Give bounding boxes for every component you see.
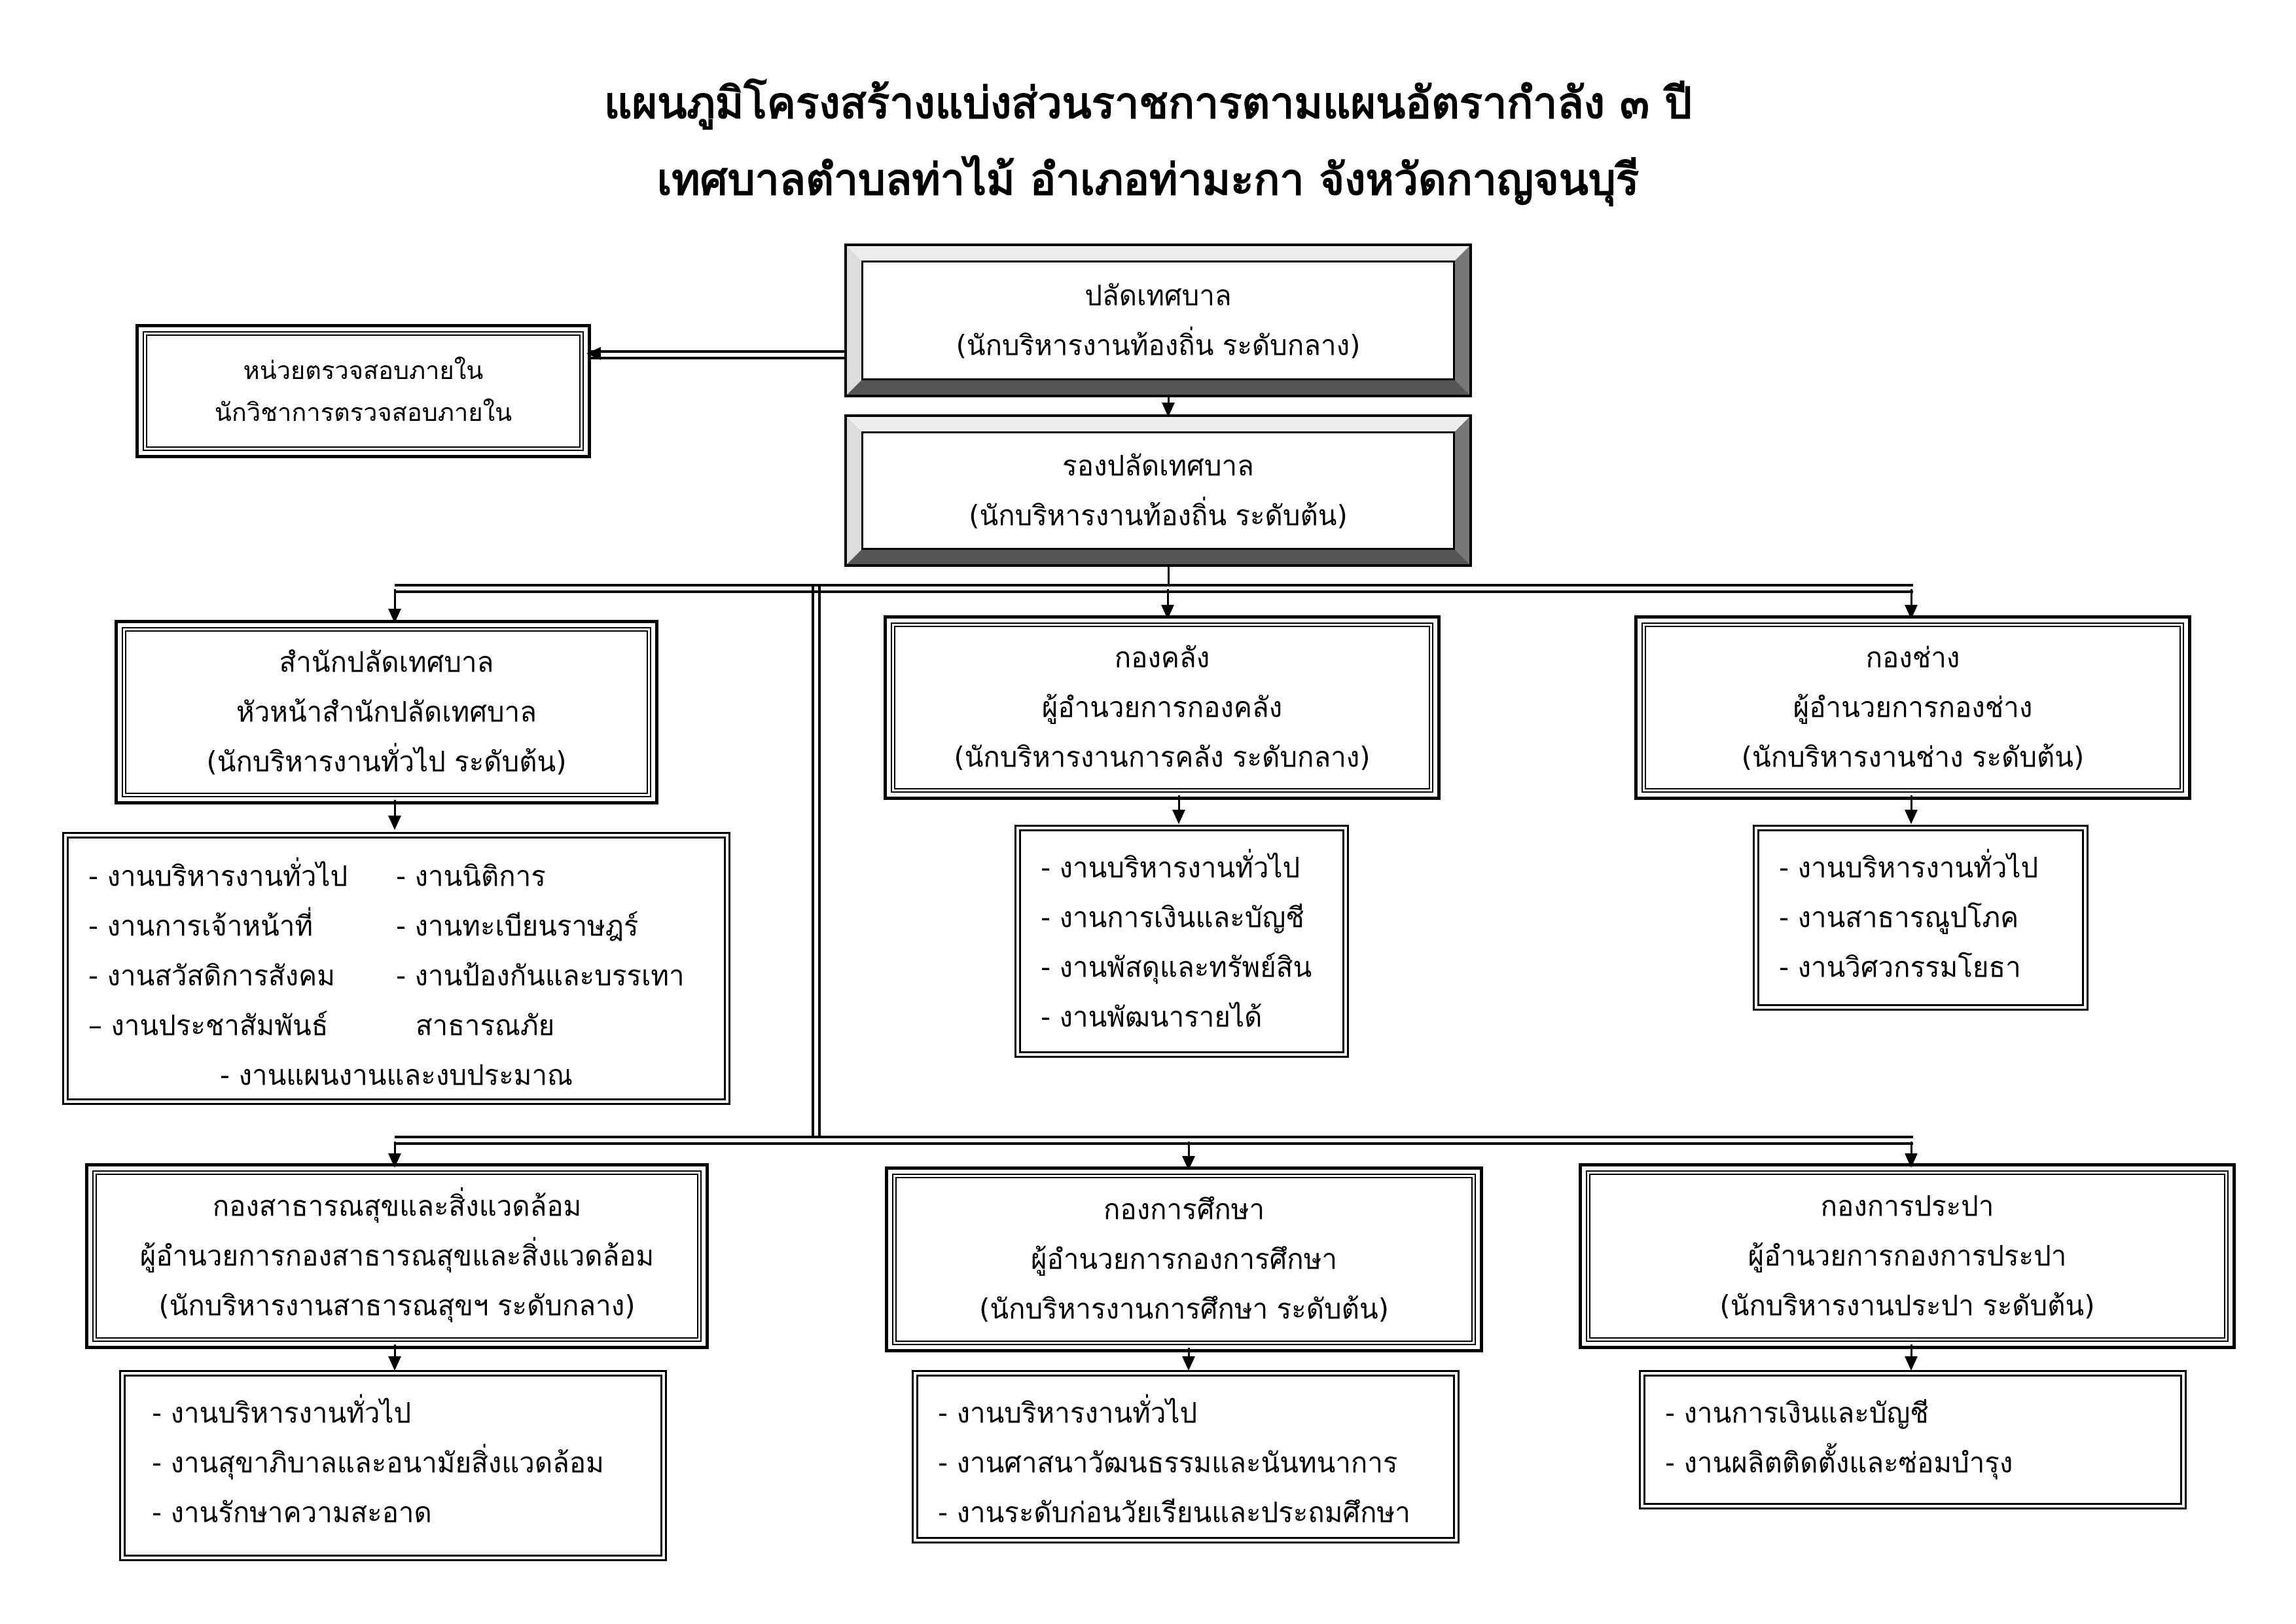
finance-box: กองคลัง ผู้อำนวยการกองคลัง (นักบริหารงาน… bbox=[884, 615, 1441, 800]
arrow-audit bbox=[586, 347, 601, 360]
connector-row2 bbox=[395, 1136, 1913, 1145]
arrow-engineering bbox=[1905, 605, 1918, 619]
audit-unit: หน่วยตรวจสอบภายใน bbox=[243, 355, 484, 385]
finance-title: กองคลัง bbox=[1114, 641, 1210, 674]
task-item: - งานการเงินและบัญชี bbox=[1665, 1397, 1929, 1429]
task-item: - งานบริหารงานทั่วไป bbox=[1041, 852, 1300, 884]
arrow-water-list bbox=[1905, 1356, 1918, 1371]
water-title: กองการประปา bbox=[1820, 1190, 1994, 1222]
clerk-level: (นักบริหารงานท้องถิ่น ระดับกลาง) bbox=[956, 329, 1361, 361]
connector-clerk-deputy bbox=[1168, 395, 1170, 404]
water-level: (นักบริหารงานประปา ระดับต้น) bbox=[1719, 1290, 2095, 1322]
task-item: - งานระดับก่อนวัยเรียนและประถมศึกษา bbox=[938, 1496, 1410, 1528]
task-item: - งานสุขาภิบาลและอนามัยสิ่งแวดล้อม bbox=[152, 1447, 604, 1479]
task-item: - งานนิติการ bbox=[396, 860, 546, 892]
task-item: - งานการเงินและบัญชี bbox=[1041, 901, 1304, 933]
engineering-head: ผู้อำนวยการกองช่าง bbox=[1793, 691, 2033, 723]
task-item: - งานศาสนาวัฒนธรรมและนันทนาการ bbox=[938, 1447, 1398, 1479]
education-tasks: - งานบริหารงานทั่วไป - งานศาสนาวัฒนธรรมแ… bbox=[912, 1370, 1460, 1543]
task-item: - งานสวัสดิการสังคม bbox=[88, 960, 335, 992]
office-title: สำนักปลัดเทศบาล bbox=[279, 646, 494, 678]
finance-level: (นักบริหารงานการคลัง ระดับกลาง) bbox=[954, 741, 1371, 773]
connector-row1 bbox=[395, 584, 1913, 593]
health-title: กองสาธารณสุขและสิ่งแวดล้อม bbox=[212, 1190, 582, 1222]
arrow-deputy bbox=[1162, 403, 1175, 417]
municipal-clerk-box: ปลัดเทศบาล (นักบริหารงานท้องถิ่น ระดับกล… bbox=[844, 244, 1472, 397]
task-item: - งานสาธารณูปโภค bbox=[1779, 901, 2019, 933]
office-box: สำนักปลัดเทศบาล หัวหน้าสำนักปลัดเทศบาล (… bbox=[115, 620, 658, 804]
arrow-engineering-list bbox=[1905, 810, 1918, 824]
health-tasks: - งานบริหารงานทั่วไป - งานสุขาภิบาลและอน… bbox=[119, 1370, 667, 1561]
health-level: (นักบริหารงานสาธารณสุขฯ ระดับกลาง) bbox=[158, 1290, 636, 1322]
finance-head: ผู้อำนวยการกองคลัง bbox=[1041, 691, 1283, 723]
connector-trunk bbox=[812, 586, 821, 1136]
engineering-title: กองช่าง bbox=[1865, 641, 1960, 674]
task-item: - งานผลิตติดตั้งและซ่อมบำรุง bbox=[1665, 1447, 2013, 1479]
arrow-education bbox=[1182, 1156, 1195, 1170]
arrow-finance bbox=[1161, 605, 1174, 619]
connector-deputy-down bbox=[1168, 564, 1170, 586]
deputy-clerk-box: รองปลัดเทศบาล (นักบริหารงานท้องถิ่น ระดั… bbox=[844, 414, 1472, 567]
education-head: ผู้อำนวยการกองการศึกษา bbox=[1031, 1243, 1337, 1275]
education-title: กองการศึกษา bbox=[1103, 1193, 1265, 1225]
task-item: – งานประชาสัมพันธ์ bbox=[88, 1009, 329, 1041]
education-level: (นักบริหารงานการศึกษา ระดับต้น) bbox=[978, 1293, 1390, 1325]
task-item: - งานการเจ้าหน้าที่ bbox=[88, 910, 314, 942]
task-item: - งานพัสดุและทรัพย์สิน bbox=[1041, 951, 1312, 983]
arrow-office bbox=[388, 609, 401, 623]
chart-title-line2: เทศบาลตำบลท่าไม้ อำเภอท่ามะกา จังหวัดกาญ… bbox=[656, 154, 1640, 205]
water-box: กองการประปา ผู้อำนวยการกองการประปา (นักบ… bbox=[1579, 1163, 2236, 1349]
office-head: หัวหน้าสำนักปลัดเทศบาล bbox=[236, 696, 537, 728]
deputy-level: (นักบริหารงานท้องถิ่น ระดับต้น) bbox=[969, 499, 1348, 532]
arrow-education-list bbox=[1182, 1356, 1195, 1371]
deputy-title: รองปลัดเทศบาล bbox=[1062, 449, 1254, 482]
arrow-water bbox=[1905, 1153, 1918, 1168]
task-item: - งานรักษาความสะอาด bbox=[152, 1496, 432, 1528]
arrow-health-list bbox=[388, 1356, 401, 1371]
task-item: - งานบริหารงานทั่วไป bbox=[152, 1397, 412, 1429]
task-item: - งานแผนงานและงบประมาณ bbox=[219, 1059, 573, 1091]
arrow-office-list bbox=[388, 816, 401, 830]
water-head: ผู้อำนวยการกองการประปา bbox=[1748, 1240, 2067, 1272]
connector-audit bbox=[589, 350, 847, 359]
audit-position: นักวิชาการตรวจสอบภายใน bbox=[214, 397, 512, 427]
office-tasks: - งานบริหารงานทั่วไป - งานการเจ้าหน้าที่… bbox=[62, 832, 730, 1105]
task-item: - งานป้องกันและบรรเทา bbox=[396, 960, 685, 992]
arrow-health bbox=[388, 1153, 401, 1168]
health-box: กองสาธารณสุขและสิ่งแวดล้อม ผู้อำนวยการกอ… bbox=[85, 1163, 709, 1349]
arrow-finance-list bbox=[1172, 810, 1185, 824]
engineering-level: (นักบริหารงานช่าง ระดับต้น) bbox=[1741, 741, 2085, 773]
task-item: - งานพัฒนารายได้ bbox=[1041, 1001, 1263, 1033]
education-box: กองการศึกษา ผู้อำนวยการกองการศึกษา (นักบ… bbox=[885, 1166, 1483, 1352]
task-item: - งานทะเบียนราษฎร์ bbox=[396, 910, 639, 942]
task-item: - งานวิศวกรรมโยธา bbox=[1779, 951, 2021, 983]
office-level: (นักบริหารงานทั่วไป ระดับต้น) bbox=[206, 746, 567, 778]
finance-tasks: - งานบริหารงานทั่วไป - งานการเงินและบัญช… bbox=[1014, 825, 1349, 1058]
internal-audit-box: หน่วยตรวจสอบภายใน นักวิชาการตรวจสอบภายใน bbox=[135, 324, 591, 458]
task-item: - งานบริหารงานทั่วไป bbox=[938, 1397, 1198, 1429]
water-tasks: - งานการเงินและบัญชี - งานผลิตติดตั้งและ… bbox=[1639, 1370, 2187, 1509]
chart-title-line1: แผนภูมิโครงสร้างแบ่งส่วนราชการตามแผนอัตร… bbox=[604, 78, 1692, 128]
clerk-title: ปลัดเทศบาล bbox=[1085, 279, 1232, 312]
engineering-box: กองช่าง ผู้อำนวยการกองช่าง (นักบริหารงาน… bbox=[1634, 615, 2191, 800]
task-item: สาธารณภัย bbox=[416, 1009, 555, 1041]
task-item: - งานบริหารงานทั่วไป bbox=[1779, 852, 2039, 884]
health-head: ผู้อำนวยการกองสาธารณสุขและสิ่งแวดล้อม bbox=[139, 1240, 655, 1272]
engineering-tasks: - งานบริหารงานทั่วไป - งานสาธารณูปโภค - … bbox=[1753, 825, 2089, 1011]
task-item: - งานบริหารงานทั่วไป bbox=[88, 860, 348, 892]
